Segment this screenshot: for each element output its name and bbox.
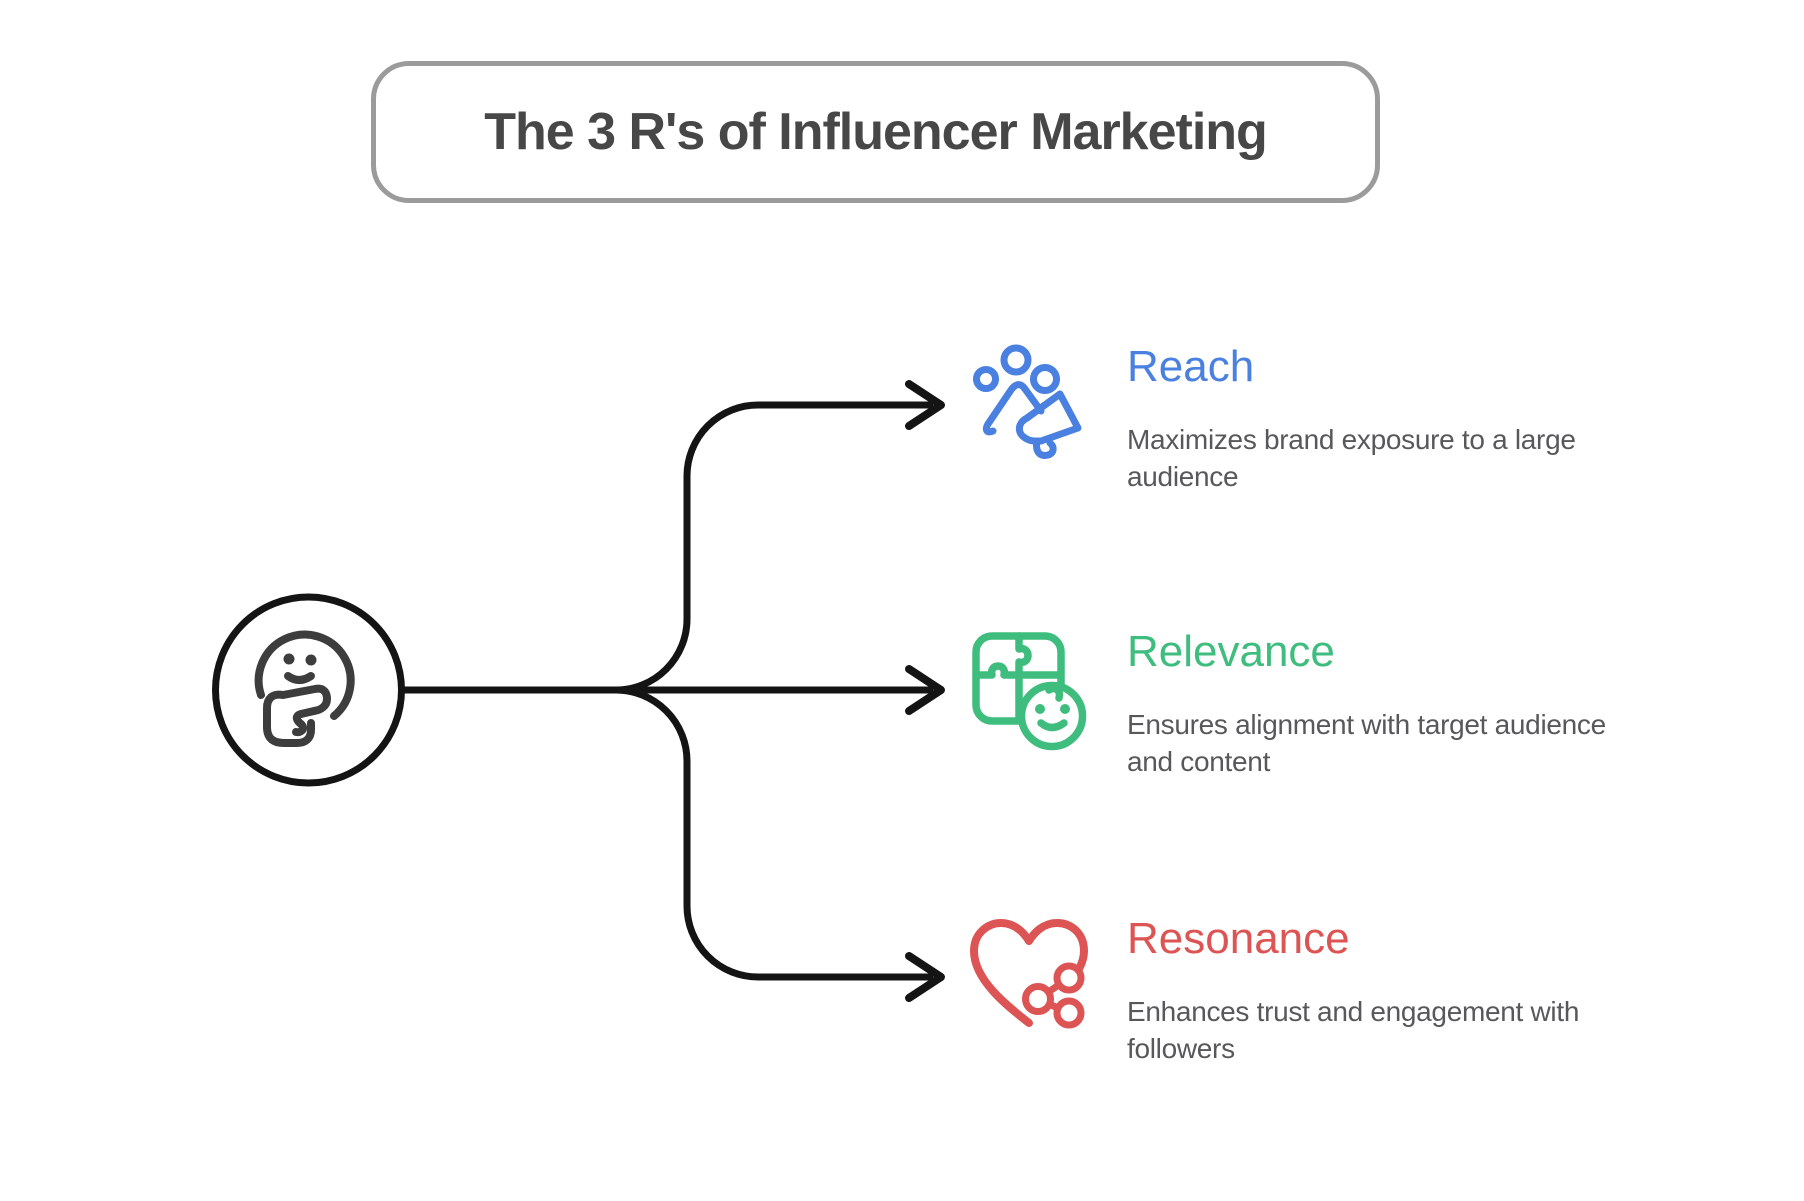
megaphone-handle bbox=[1033, 437, 1057, 459]
audience-head-top bbox=[1000, 344, 1032, 376]
smiley-smile bbox=[1037, 719, 1068, 732]
face-eye-right bbox=[305, 654, 317, 666]
smiley-eye-right bbox=[1060, 704, 1070, 714]
arrowhead-reach bbox=[905, 380, 945, 430]
arrowhead-relevance bbox=[905, 665, 945, 715]
face-eye-left bbox=[283, 653, 295, 665]
branch-title-reach: Reach bbox=[1127, 342, 1255, 391]
heart-outline bbox=[970, 919, 1088, 1027]
branch-relevance: Relevance Ensures alignment with target … bbox=[1127, 624, 1687, 780]
smiley-eye-left bbox=[1035, 704, 1045, 714]
megaphone-horn bbox=[1023, 390, 1082, 445]
face-head-arc bbox=[254, 630, 355, 720]
connector-lines bbox=[402, 401, 933, 981]
face-mouth bbox=[284, 672, 315, 684]
audience-body bbox=[982, 381, 1045, 436]
branch-description-resonance: Enhances trust and engagement with follo… bbox=[1127, 996, 1580, 1064]
face-fist bbox=[263, 690, 315, 747]
thinking-face-icon bbox=[212, 593, 405, 787]
branch-resonance: Resonance Enhances trust and engagement … bbox=[1127, 911, 1687, 1067]
share-node-right-top bbox=[1053, 962, 1085, 994]
audience-head-right bbox=[1030, 364, 1060, 394]
page-title: The 3 R's of Influencer Marketing bbox=[484, 103, 1268, 161]
smiley-hair-curl bbox=[1045, 684, 1064, 702]
share-node-left bbox=[1022, 983, 1054, 1015]
puzzle-horizontal-seam bbox=[972, 662, 1064, 679]
face-thumb bbox=[279, 684, 331, 737]
arrowheads bbox=[905, 380, 945, 1002]
branch-reach: Reach Maximizes brand exposure to a larg… bbox=[1127, 339, 1687, 495]
branch-description-reach: Maximizes brand exposure to a large audi… bbox=[1127, 424, 1576, 492]
audience-head-left bbox=[973, 366, 999, 392]
branch-description-relevance: Ensures alignment with target audience a… bbox=[1127, 709, 1606, 777]
title-box: The 3 R's of Influencer Marketing bbox=[371, 61, 1380, 203]
arrowhead-resonance bbox=[905, 952, 945, 1002]
smiley-face bbox=[1017, 681, 1087, 751]
branch-title-relevance: Relevance bbox=[1127, 627, 1335, 676]
puzzle-vertical-seam bbox=[1015, 632, 1032, 724]
puzzle-smiley-icon bbox=[972, 632, 1087, 751]
heart-share-icon bbox=[970, 919, 1088, 1029]
megaphone-audience-icon bbox=[973, 344, 1082, 459]
branch-title-resonance: Resonance bbox=[1127, 914, 1350, 963]
share-node-right-bottom bbox=[1053, 997, 1085, 1029]
